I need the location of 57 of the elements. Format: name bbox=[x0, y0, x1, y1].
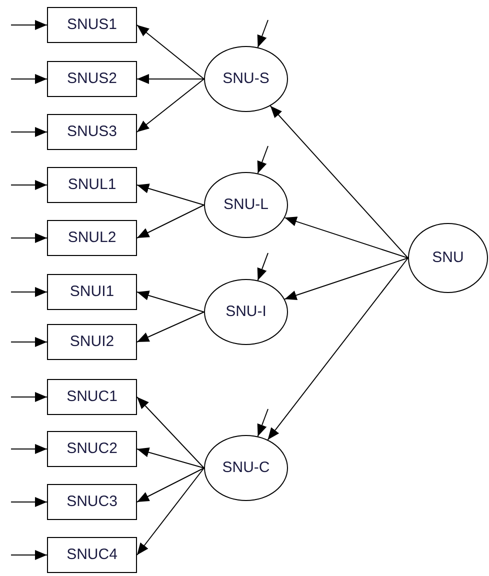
variable-label: SNU bbox=[432, 248, 464, 268]
variable-label: SNUC3 bbox=[66, 492, 118, 512]
arrow bbox=[136, 204, 204, 238]
arrow bbox=[136, 24, 204, 80]
variable-label: SNU-I bbox=[226, 302, 266, 322]
observed-variable-box bbox=[47, 7, 137, 43]
observed-variable-box bbox=[47, 167, 137, 203]
arrow bbox=[10, 233, 48, 243]
arrow bbox=[136, 396, 204, 468]
arrow bbox=[10, 392, 48, 402]
observed-variable-box bbox=[47, 220, 137, 256]
observed-variable-box bbox=[47, 484, 137, 520]
arrow bbox=[257, 146, 268, 174]
observed-variable-box bbox=[47, 114, 137, 150]
variable-label: SNUC4 bbox=[66, 544, 118, 565]
arrow bbox=[136, 468, 204, 502]
arrow bbox=[267, 258, 408, 440]
arrow bbox=[136, 468, 204, 556]
arrow bbox=[136, 312, 204, 342]
variable-label: SNUI1 bbox=[70, 282, 114, 302]
observed-variable-box bbox=[47, 379, 137, 415]
observed-variable-box bbox=[47, 537, 137, 573]
variable-label: SNUL1 bbox=[68, 174, 116, 195]
arrow bbox=[136, 447, 204, 468]
variable-label: SNU-C bbox=[222, 458, 270, 478]
arrow bbox=[136, 290, 204, 312]
variable-label: SNUS2 bbox=[66, 68, 118, 89]
variable-label: SNUC1 bbox=[66, 386, 118, 407]
arrow bbox=[10, 74, 48, 84]
observed-variable-box bbox=[47, 431, 137, 467]
arrow bbox=[136, 74, 204, 84]
arrow bbox=[284, 216, 408, 258]
arrow bbox=[10, 497, 48, 507]
observed-variable-box bbox=[47, 61, 137, 97]
variable-label: SNU-L bbox=[223, 194, 268, 215]
arrow bbox=[257, 408, 268, 437]
observed-variable-box bbox=[47, 274, 137, 310]
arrow bbox=[136, 184, 204, 206]
arrow bbox=[136, 78, 204, 132]
variable-label: SNU-S bbox=[222, 68, 270, 89]
arrow bbox=[10, 20, 48, 30]
arrow bbox=[10, 127, 48, 137]
variable-label: SNUC2 bbox=[66, 438, 118, 459]
variable-label: SNUS1 bbox=[66, 14, 118, 35]
variable-label: SNUL2 bbox=[68, 228, 116, 248]
arrow bbox=[10, 337, 48, 347]
arrow bbox=[10, 180, 48, 190]
arrow bbox=[10, 550, 48, 560]
arrow bbox=[257, 252, 268, 281]
arrow bbox=[270, 105, 408, 258]
arrow bbox=[257, 20, 268, 48]
variable-label: SNUS3 bbox=[66, 122, 118, 142]
arrow bbox=[284, 258, 408, 300]
variable-label: SNUI2 bbox=[70, 332, 114, 352]
arrow bbox=[10, 444, 48, 454]
arrow bbox=[10, 287, 48, 297]
observed-variable-box bbox=[47, 324, 137, 360]
